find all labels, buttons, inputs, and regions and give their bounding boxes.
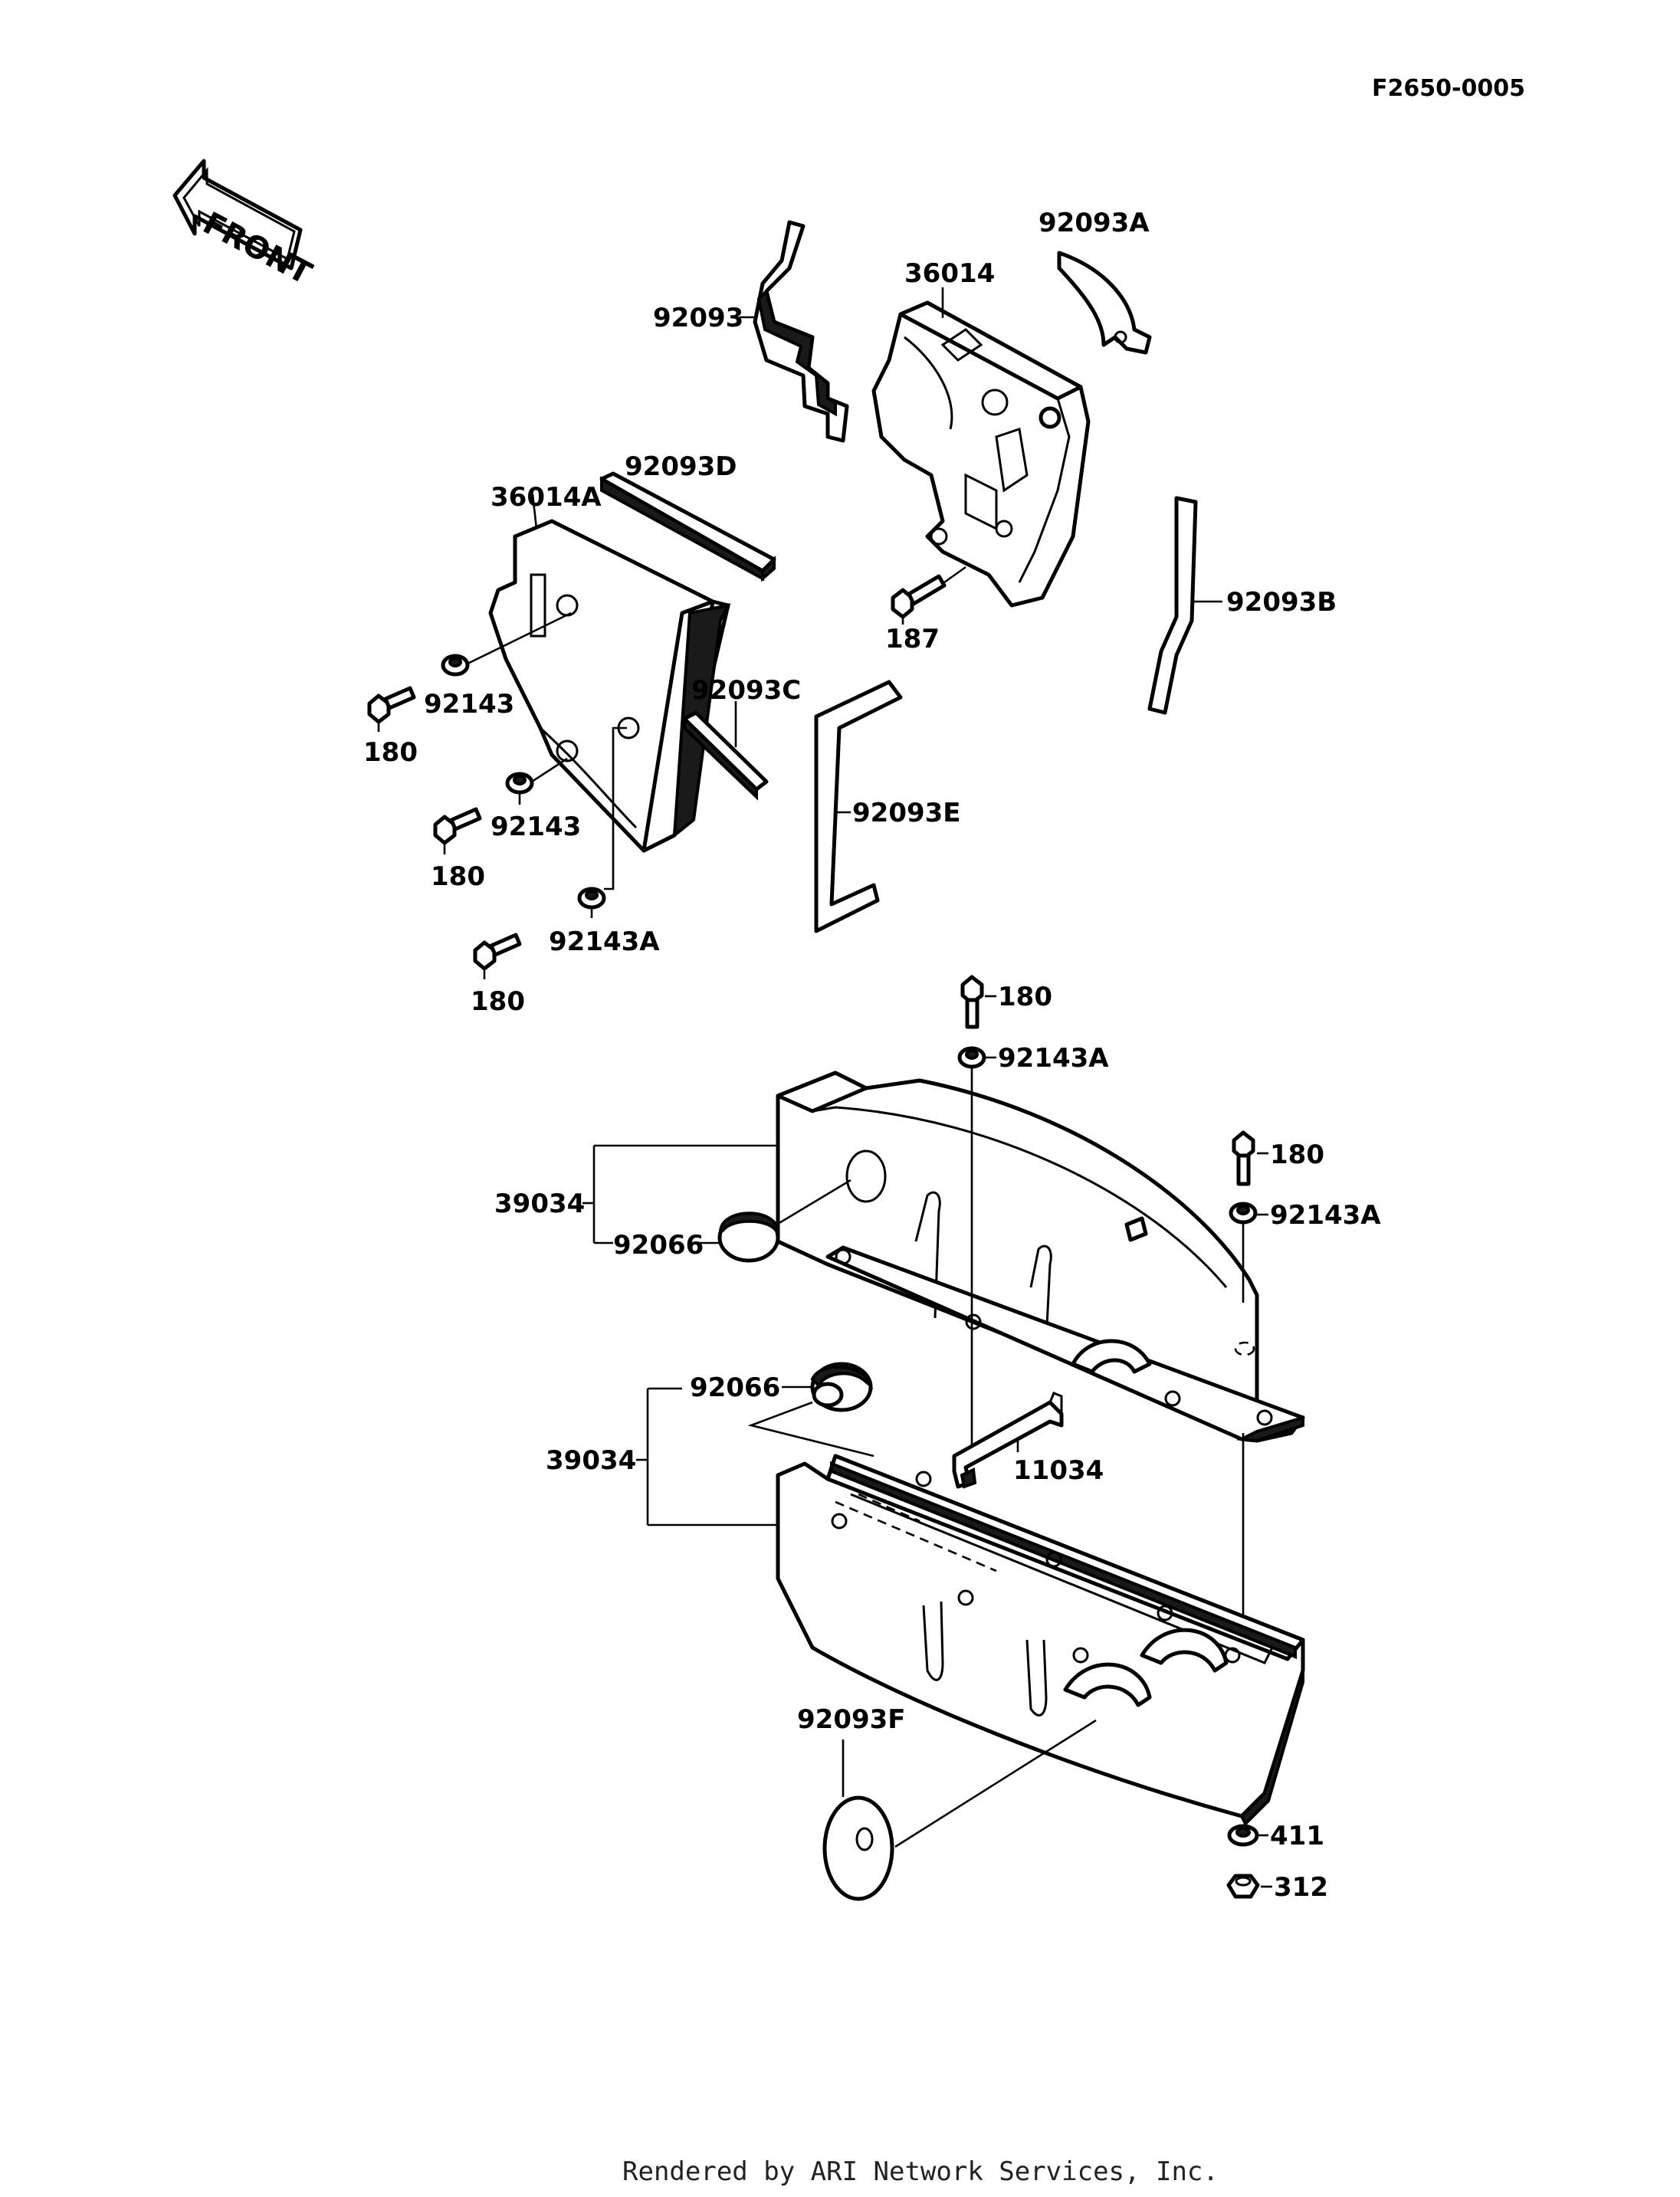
part-180-bolt-4 xyxy=(960,975,984,1029)
callout-92093E: 92093E xyxy=(852,798,961,828)
callout-92093A: 92093A xyxy=(1039,208,1150,238)
callout-92143-1: 92143 xyxy=(424,689,514,720)
callout-312: 312 xyxy=(1274,1872,1328,1903)
part-92093F-washer xyxy=(822,1795,894,1901)
part-92066-grommet-2 xyxy=(810,1362,874,1412)
part-180-bolt-3 xyxy=(473,933,522,971)
callout-92093D: 92093D xyxy=(625,451,737,482)
part-92143A-grommet-3 xyxy=(1229,1202,1258,1225)
callout-92143A-2: 92143A xyxy=(998,1043,1109,1074)
callout-92093C: 92093C xyxy=(691,675,801,706)
part-36014-inner-cover xyxy=(871,300,1091,608)
part-92143A-grommet-1 xyxy=(577,887,606,910)
leader-92093F xyxy=(842,1719,1097,1848)
part-92143-grommet-1 xyxy=(441,654,470,677)
part-92066-plug-1 xyxy=(717,1212,780,1263)
part-92093C-strip xyxy=(682,710,769,801)
callout-92066-2: 92066 xyxy=(690,1372,780,1403)
part-312-nut xyxy=(1226,1874,1260,1899)
callout-92066-1: 92066 xyxy=(613,1230,704,1261)
callout-92093B: 92093B xyxy=(1226,587,1337,618)
callout-92143A-1: 92143A xyxy=(549,926,660,957)
callout-180-3: 180 xyxy=(471,986,525,1017)
leader-92143-2 xyxy=(518,757,568,805)
callout-180-4: 180 xyxy=(998,982,1052,1012)
leader-36014A xyxy=(531,494,538,530)
callout-92093: 92093 xyxy=(653,303,743,333)
callout-92093F: 92093F xyxy=(797,1704,906,1735)
leader-92143A-2 xyxy=(970,1056,996,1456)
callout-187: 187 xyxy=(885,624,940,654)
part-180-bolt-1 xyxy=(367,686,416,724)
part-180-bolt-2 xyxy=(433,807,482,845)
callout-180-1: 180 xyxy=(363,737,418,768)
callout-92143-2: 92143 xyxy=(491,812,581,842)
footer-credit: Rendered by ARI Network Services, Inc. xyxy=(622,2156,1219,2187)
bracket-39034-1 xyxy=(592,1144,778,1244)
part-39034-lower-case xyxy=(776,1454,1305,1827)
callout-39034-1: 39034 xyxy=(494,1189,585,1219)
diagram-id: F2650-0005 xyxy=(1372,75,1525,102)
callout-411: 411 xyxy=(1270,1821,1324,1851)
callout-11034: 11034 xyxy=(1013,1455,1104,1486)
part-92093-gasket xyxy=(753,220,849,443)
leader-92066-1 xyxy=(694,1179,851,1244)
part-92143-grommet-2 xyxy=(505,772,534,795)
callout-39034-2: 39034 xyxy=(546,1445,636,1476)
part-92093A-clip xyxy=(1057,251,1152,355)
part-92093B-strip xyxy=(1147,496,1198,715)
part-411-washer xyxy=(1227,1824,1259,1847)
part-39034-upper-case xyxy=(776,1071,1305,1443)
part-92093D-strip xyxy=(599,471,776,582)
callout-36014A: 36014A xyxy=(491,482,602,513)
callout-92143A-3: 92143A xyxy=(1270,1200,1381,1231)
part-92143A-grommet-2 xyxy=(957,1046,986,1069)
leader-92066-2 xyxy=(747,1385,874,1458)
part-92093E-strip xyxy=(814,680,903,933)
callout-36014: 36014 xyxy=(904,258,995,289)
bracket-39034-2 xyxy=(646,1387,778,1526)
leader-92143A-1 xyxy=(590,726,627,918)
part-11034-bracket xyxy=(952,1392,1064,1489)
callout-180-5: 180 xyxy=(1270,1139,1324,1170)
part-180-bolt-5 xyxy=(1232,1130,1255,1186)
callout-180-2: 180 xyxy=(431,861,485,892)
leader-187 xyxy=(901,566,966,625)
part-187-bolt xyxy=(891,574,947,619)
front-arrow: FRONT xyxy=(172,159,318,292)
leader-92143-1 xyxy=(467,612,572,665)
